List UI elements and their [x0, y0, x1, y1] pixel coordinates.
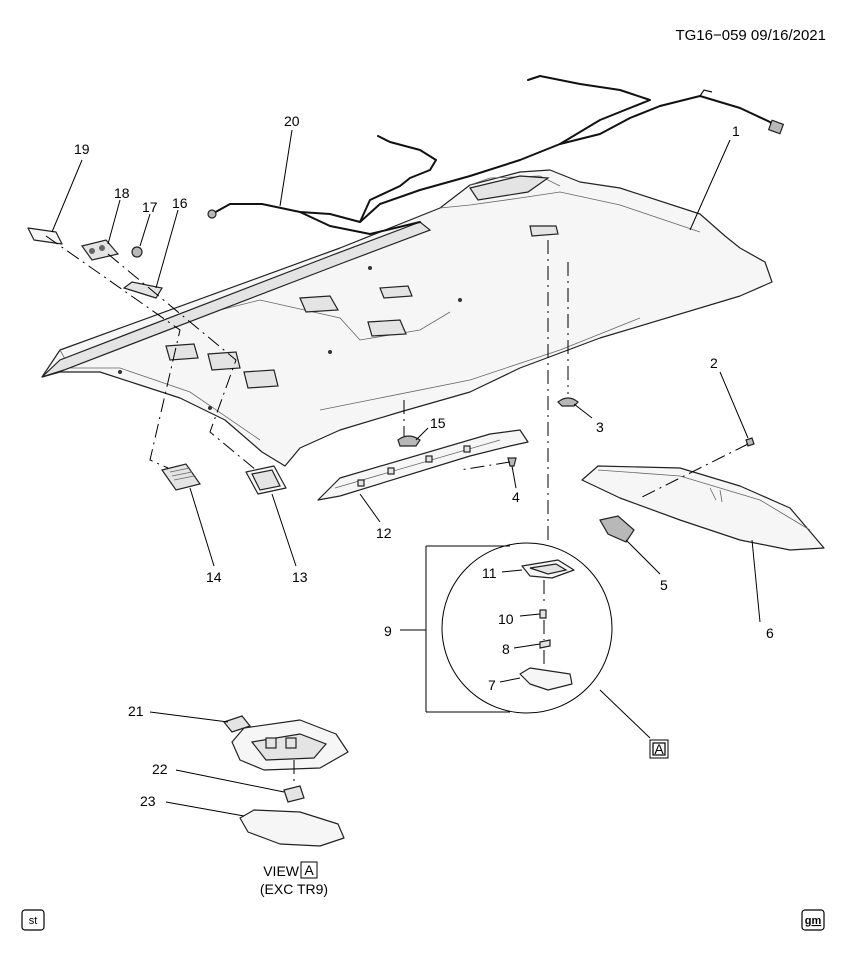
callout-19: 19 [74, 141, 90, 157]
callout-15: 15 [430, 415, 446, 431]
callout-20: 20 [284, 113, 300, 129]
part-3 [557, 397, 579, 407]
part-13 [245, 465, 287, 495]
part-16 [122, 281, 163, 299]
st-icon-text: st [29, 915, 38, 927]
callout-7: 7 [488, 677, 496, 693]
leader-lines [51, 129, 761, 817]
opening-dome [379, 285, 413, 299]
callout-10: 10 [498, 611, 514, 627]
callout-21: 21 [128, 703, 144, 719]
callout-5: 5 [660, 577, 668, 593]
callout-23: 23 [140, 793, 156, 809]
part-15 [397, 435, 421, 447]
callout-17: 17 [142, 199, 158, 215]
wire-harness [207, 75, 785, 235]
opening-roof-lamp [529, 225, 559, 237]
part-17 [131, 246, 143, 258]
callout-16: 16 [172, 195, 188, 211]
callout-9: 9 [384, 623, 392, 639]
gm-icon-text: gm [805, 915, 822, 927]
dash-part-4 [459, 461, 511, 471]
opening-front [299, 295, 339, 313]
gm-icon: gm [801, 909, 825, 931]
part-12 [317, 429, 529, 501]
view-label-word: VIEW [263, 863, 300, 879]
opening-console [243, 369, 279, 389]
view-a-lamp [222, 715, 349, 847]
callout-14: 14 [206, 569, 222, 585]
part-14 [161, 463, 201, 491]
dash-part-2 [639, 443, 749, 499]
part-18 [80, 239, 120, 261]
part-4 [507, 457, 517, 467]
callout-2: 2 [710, 355, 718, 371]
callout-3: 3 [596, 419, 604, 435]
callout-18: 18 [114, 185, 130, 201]
detail-view-a: A [425, 542, 669, 759]
callout-13: 13 [292, 569, 308, 585]
view-label-box: A [304, 862, 314, 878]
opening-mid [367, 319, 407, 337]
callout-8: 8 [502, 641, 510, 657]
st-icon: st [21, 909, 45, 931]
headliner-panel [41, 169, 773, 467]
view-label-note: (EXC TR9) [260, 881, 328, 897]
callout-12: 12 [376, 525, 392, 541]
view-ref-box: A [654, 741, 664, 757]
part-6 [581, 465, 825, 551]
part-19 [27, 227, 63, 245]
callout-4: 4 [512, 489, 520, 505]
callout-6: 6 [766, 625, 774, 641]
callout-1: 1 [732, 123, 740, 139]
diagram-code: TG16−059 09/16/2021 [675, 27, 826, 44]
callout-11: 11 [482, 565, 497, 581]
dash-part-19 [45, 235, 181, 469]
view-a-label: VIEW A (EXC TR9) [260, 861, 328, 897]
opening-14 [165, 343, 199, 361]
part-5 [599, 515, 635, 543]
callout-22: 22 [152, 761, 168, 777]
dash-part-18 [107, 253, 257, 471]
